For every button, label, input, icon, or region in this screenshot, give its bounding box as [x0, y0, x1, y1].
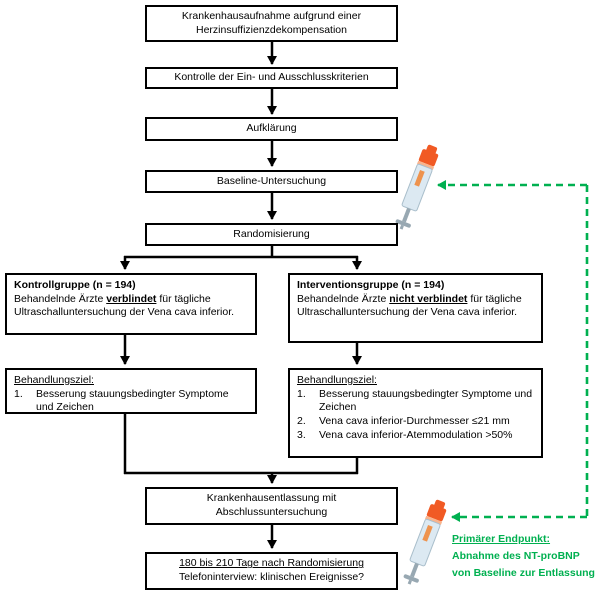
list-item: 3. Vena cava inferior-Atemmodulation >50…: [297, 429, 534, 443]
intervention-group-text-suffix: für tägliche Ultraschalluntersuchung der…: [297, 292, 522, 319]
flow-box-intervention-goal: Behandlungsziel: 1. Besserung stauungsbe…: [288, 368, 543, 458]
syringe-icon: [400, 497, 450, 588]
control-group-text-prefix: Behandelnde Ärzte: [14, 292, 107, 305]
green-dashed-endpoint-connector: [437, 180, 589, 522]
list-item-number: 2.: [297, 414, 306, 427]
admission-line2: Herzinsuffizienzdekompensation: [196, 23, 347, 36]
black-flow-arrows: [120, 42, 362, 549]
flow-box-control-goal: Behandlungsziel: 1. Besserung stauungsbe…: [5, 368, 257, 414]
intervention-goal-heading: Behandlungsziel:: [297, 374, 377, 386]
flow-box-randomization: Randomisierung: [145, 223, 398, 246]
consent-label: Aufklärung: [246, 122, 297, 135]
list-item: 1. Besserung stauungsbedingter Symptome …: [297, 388, 534, 415]
baseline-label: Baseline-Untersuchung: [216, 174, 327, 187]
list-item-number: 1.: [297, 387, 306, 400]
discharge-line1: Krankenhausentlassung mit: [206, 492, 337, 505]
followup-line2: Telefoninterview: klinischen Ereignisse?: [178, 571, 364, 583]
intervention-group-text-prefix: Behandelnde Ärzte: [297, 292, 390, 305]
followup-line1: 180 bis 210 Tage nach Randomisierung: [179, 557, 364, 570]
control-group-text-suffix: für tägliche Ultraschalluntersuchung der…: [14, 292, 235, 319]
list-item-text: Besserung stauungsbedingter Symptome und…: [36, 387, 229, 414]
list-item-text: Vena cava inferior-Durchmesser ≤21 mm: [319, 414, 510, 427]
flow-box-consent: Aufklärung: [145, 117, 398, 141]
flow-box-baseline: Baseline-Untersuchung: [145, 170, 398, 193]
flow-box-followup: 180 bis 210 Tage nach Randomisierung Tel…: [145, 552, 398, 590]
intervention-group-title: Interventionsgruppe (n = 194): [297, 279, 445, 291]
list-item-text: Besserung stauungsbedingter Symptome und…: [319, 387, 533, 414]
syringe-icon: [392, 142, 442, 233]
list-item: 2. Vena cava inferior-Durchmesser ≤21 mm: [297, 415, 534, 429]
primary-endpoint-heading: Primärer Endpunkt:: [452, 533, 551, 545]
discharge-line2: Abschlussuntersuchung: [215, 506, 328, 518]
randomization-label: Randomisierung: [233, 227, 310, 240]
list-item-number: 1.: [14, 387, 23, 400]
control-group-text-emphasis: verblindet: [106, 292, 157, 305]
criteria-label: Kontrolle der Ein- und Ausschlusskriteri…: [174, 71, 369, 84]
admission-line1: Krankenhausaufnahme aufgrund einer: [181, 9, 362, 22]
intervention-group-text-emphasis: nicht verblindet: [389, 292, 468, 305]
intervention-group-text: Behandelnde Ärzte nicht verblindet für t…: [297, 293, 534, 320]
flow-box-criteria: Kontrolle der Ein- und Ausschlusskriteri…: [145, 67, 398, 89]
control-group-text: Behandelnde Ärzte verblindet für täglich…: [14, 293, 248, 320]
primary-endpoint-line1: Abnahme des NT-proBNP: [452, 549, 580, 562]
flow-box-discharge: Krankenhausentlassung mit Abschlussunter…: [145, 487, 398, 525]
primary-endpoint-note: Primärer Endpunkt: Abnahme des NT-proBNP…: [452, 531, 604, 581]
list-item: 1. Besserung stauungsbedingter Symptome …: [14, 388, 248, 415]
flow-box-control-group: Kontrollgruppe (n = 194) Behandelnde Ärz…: [5, 273, 257, 335]
list-item-number: 3.: [297, 428, 306, 441]
flow-box-admission: Krankenhausaufnahme aufgrund einer Herzi…: [145, 5, 398, 42]
primary-endpoint-line2: von Baseline zur Entlassung: [452, 566, 595, 579]
list-item-text: Vena cava inferior-Atemmodulation >50%: [319, 428, 513, 441]
control-goal-heading: Behandlungsziel:: [14, 374, 94, 386]
flow-box-intervention-group: Interventionsgruppe (n = 194) Behandelnd…: [288, 273, 543, 343]
control-group-title: Kontrollgruppe (n = 194): [14, 279, 136, 291]
